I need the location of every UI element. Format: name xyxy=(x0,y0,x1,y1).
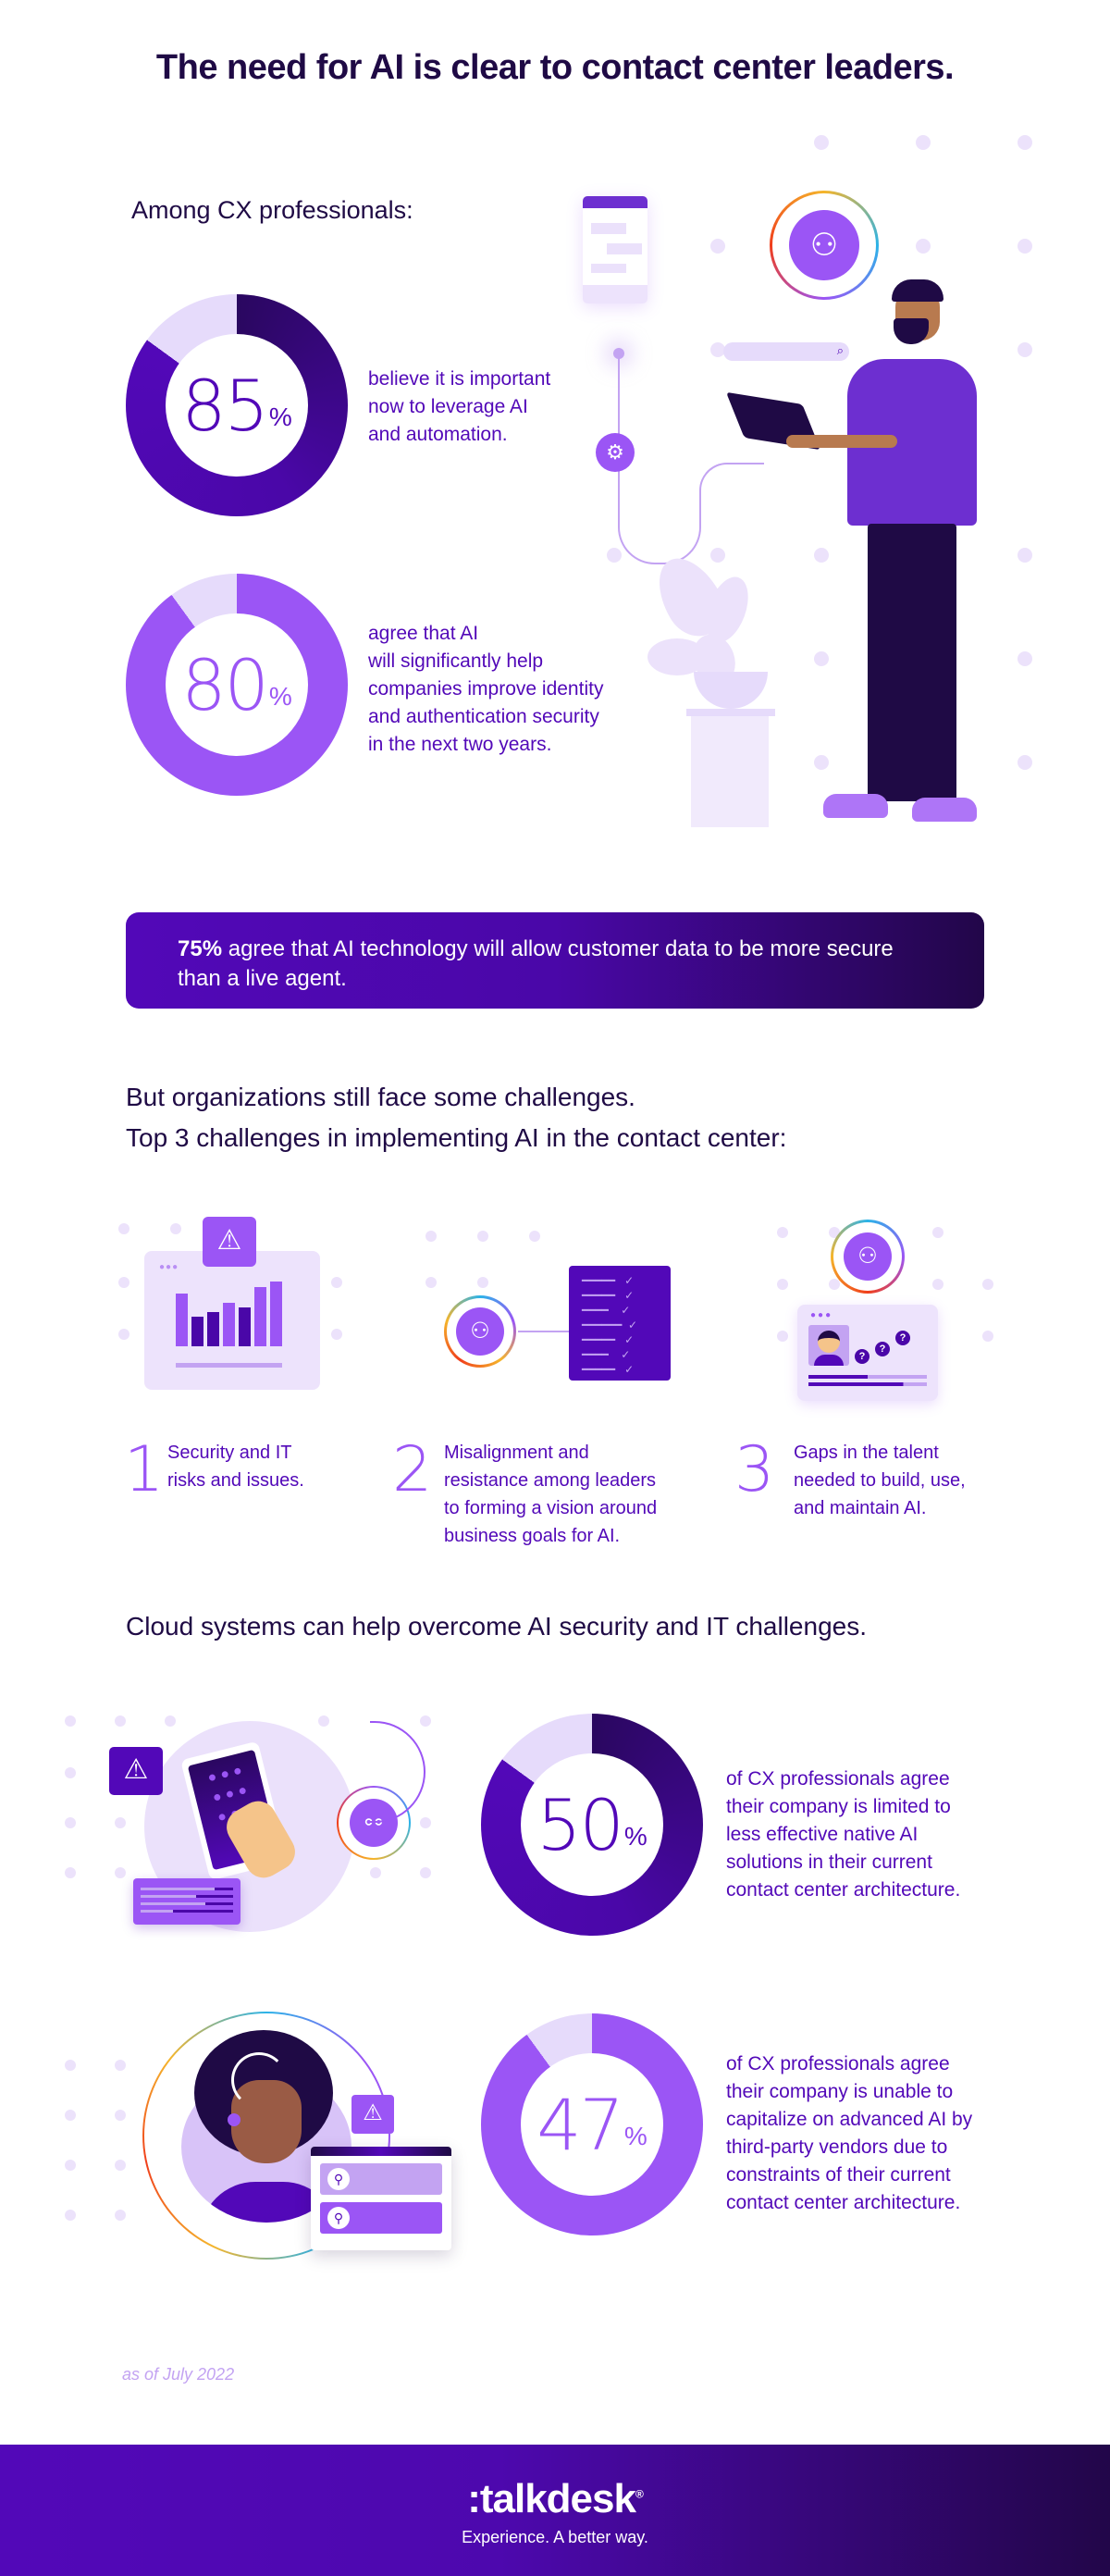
donut-chart-80: 80% xyxy=(126,574,348,796)
phone-security-illustration: ⚠ ● ● ●● ● ●● ● ● ⚯ xyxy=(56,1693,462,1952)
user-icon: ⚲ xyxy=(327,2168,350,2190)
question-icon: ? xyxy=(875,1342,890,1356)
ai-head-icon: ⚇ xyxy=(789,210,859,280)
chat-window-icon xyxy=(583,196,648,303)
stat-value: 47 xyxy=(536,2083,624,2166)
contacts-panel: ⚲ ⚲ xyxy=(311,2147,451,2250)
search-icon: ⌕ xyxy=(836,343,844,357)
ai-head-badge: ⚇ xyxy=(770,191,879,300)
challenge-number: 1 xyxy=(124,1433,165,1506)
banner-text: agree that AI technology will allow cust… xyxy=(178,936,894,991)
cloud-section-title: Cloud systems can help overcome AI secur… xyxy=(126,1612,867,1641)
donut-chart-85: 85% xyxy=(126,294,348,516)
warning-icon: ⚠ xyxy=(203,1217,256,1267)
talkdesk-logo[interactable]: :talkdesk® xyxy=(467,2476,644,2521)
footer: :talkdesk® Experience. A better way. xyxy=(0,2445,1110,2576)
stat-unit: % xyxy=(268,682,292,711)
user-icon: ⚲ xyxy=(327,2207,350,2229)
challenges-heading: Top 3 challenges in implementing AI in t… xyxy=(126,1123,787,1152)
stat-unit: % xyxy=(623,2122,648,2150)
tagline: Experience. A better way. xyxy=(462,2528,648,2546)
stat-unit: % xyxy=(268,402,292,431)
gear-check-icon: ⚙ xyxy=(596,433,635,472)
person-pants xyxy=(868,524,956,801)
talent-gap-illustration: ⚇ ●●● ? ? ? xyxy=(758,1203,999,1406)
drawer-cabinet xyxy=(691,716,769,827)
search-bar-decoration: ⌕ xyxy=(723,342,849,361)
person-avatar xyxy=(808,1325,849,1366)
challenge-number: 2 xyxy=(392,1433,433,1506)
stat-description-80: agree that AI will significantly help co… xyxy=(368,623,604,755)
headset-icon xyxy=(231,2052,287,2108)
plant-pot xyxy=(694,672,768,709)
challenge-number: 3 xyxy=(734,1433,775,1506)
misalignment-illustration: ⚇ ━━━━━ ✓ ━━━━━ ✓ ━━━━ ✓ ━━━━━━ ✓ ━━━━━ … xyxy=(426,1203,684,1406)
ai-head-icon: ⚇ xyxy=(456,1307,504,1356)
support-agent-illustration: ⚠ ⚲ ⚲ xyxy=(56,1999,472,2276)
ai-head-icon: ⚇ xyxy=(844,1232,892,1281)
date-note: as of July 2022 xyxy=(122,2365,235,2384)
section-subtitle: Among CX professionals: xyxy=(131,196,413,224)
page-title: The need for AI is clear to contact cent… xyxy=(155,48,955,87)
stat-value: 85 xyxy=(181,364,269,447)
stat-value: 50 xyxy=(536,1783,624,1866)
question-icon: ? xyxy=(895,1331,910,1345)
question-icon: ? xyxy=(855,1349,870,1364)
agent-illustration: ⚙ ⚇ ⌕ xyxy=(555,120,1036,851)
donut-chart-50: 50% xyxy=(481,1714,703,1936)
donut-chart-47: 47% xyxy=(481,2013,703,2235)
warning-icon: ⚠ xyxy=(109,1747,163,1795)
highlight-banner: 75% agree that AI technology will allow … xyxy=(126,912,984,1009)
banner-stat: 75% xyxy=(178,936,223,961)
stat-description-85: believe it is important now to leverage … xyxy=(368,368,551,445)
stat-unit: % xyxy=(623,1822,648,1851)
security-chart-illustration: ●●● ⚠ xyxy=(111,1203,352,1406)
challenges-intro: But organizations still face some challe… xyxy=(126,1083,635,1111)
stat-value: 80 xyxy=(181,643,269,726)
checklist-icon: ━━━━━ ✓ ━━━━━ ✓ ━━━━ ✓ ━━━━━━ ✓ ━━━━━ ✓ … xyxy=(569,1266,671,1381)
data-panel xyxy=(133,1878,240,1925)
warning-icon: ⚠ xyxy=(352,2095,394,2134)
